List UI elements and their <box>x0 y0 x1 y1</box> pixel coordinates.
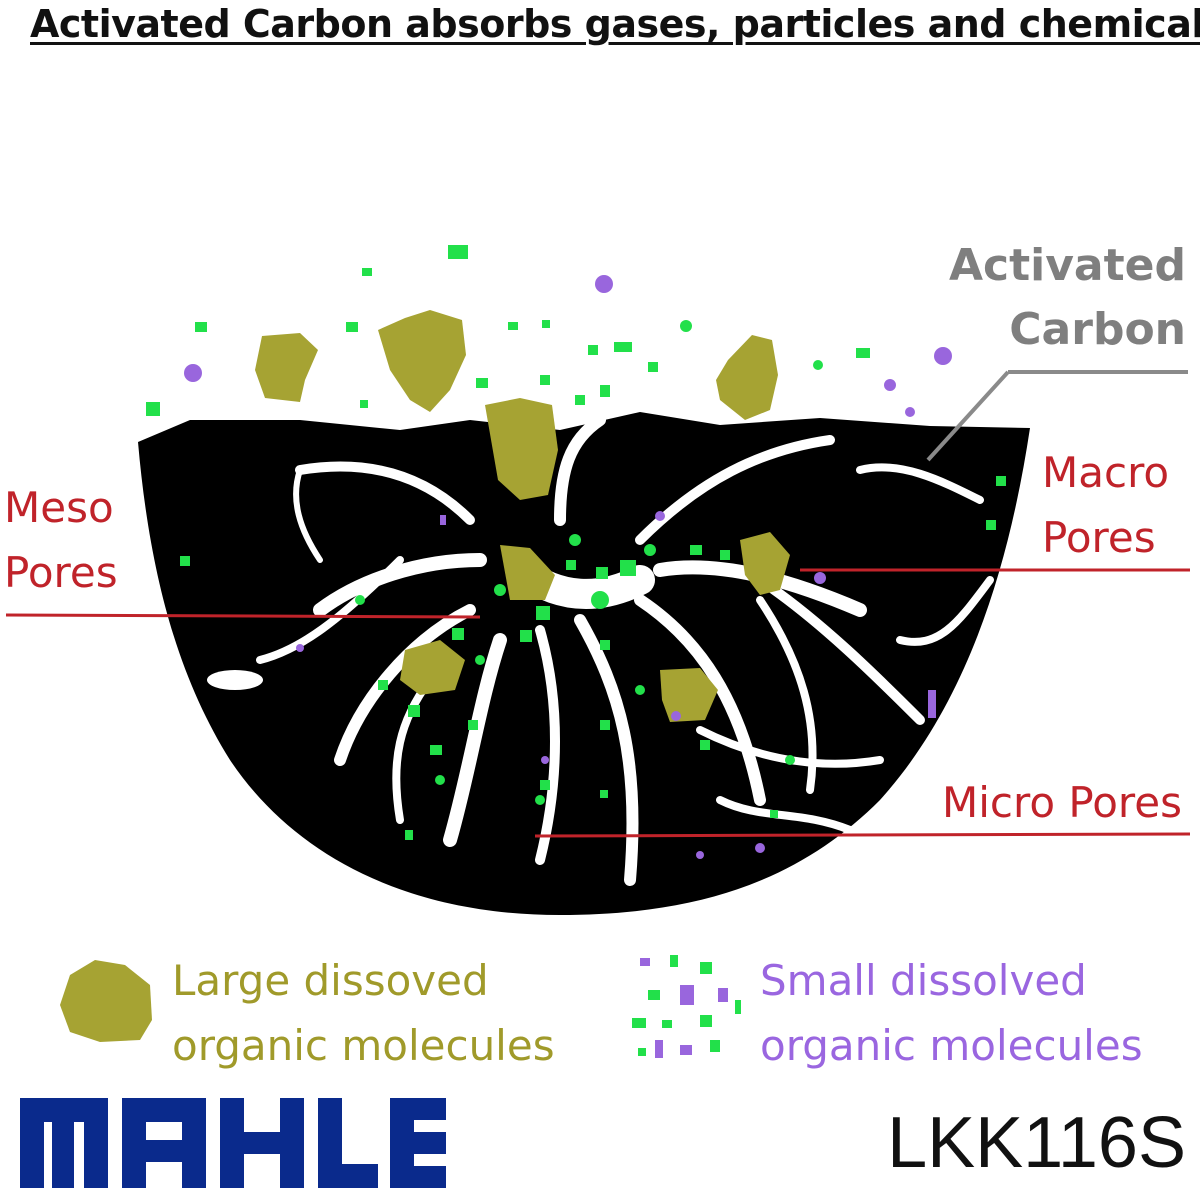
large-molecules <box>255 310 790 722</box>
macro-pores-label-line2: Pores <box>1042 513 1156 563</box>
large-molecule <box>378 310 466 412</box>
large-molecule <box>660 668 718 722</box>
activated-carbon-pointer <box>926 370 1010 462</box>
meso-pores-label: Meso Pores <box>4 475 118 605</box>
large-molecules-legend-line2: organic molecules <box>172 1021 555 1071</box>
small-purple-molecules <box>184 275 952 859</box>
part-number: LKK116S <box>887 1103 1186 1183</box>
activated-carbon-label: Activated Carbon <box>949 234 1186 362</box>
large-molecule <box>255 333 318 402</box>
large-molecule <box>500 545 555 600</box>
large-molecules-legend: Large dissoved organic molecules <box>172 948 555 1078</box>
large-molecule-legend-icon <box>60 960 152 1042</box>
large-molecule <box>716 335 778 420</box>
small-green-molecules <box>146 245 1006 840</box>
large-molecule <box>400 640 465 695</box>
macro-pores-label-line1: Macro <box>1042 448 1170 497</box>
small-molecules-legend-line2: organic molecules <box>760 1021 1143 1071</box>
small-molecules-legend: Small dissolved organic molecules <box>760 948 1143 1078</box>
carbon-body <box>138 412 1030 915</box>
meso-pores-label-line2: Pores <box>4 548 118 598</box>
activated-carbon-label-line2: Carbon <box>1009 303 1186 355</box>
micro-pores-label: Micro Pores <box>942 778 1182 827</box>
large-molecule <box>485 398 558 500</box>
meso-pores-label-line1: Meso <box>4 483 114 532</box>
page-title: Activated Carbon absorbs gases, particle… <box>30 2 1200 46</box>
activated-carbon-label-line1: Activated <box>949 240 1186 291</box>
meso-pores-pointer <box>5 613 481 619</box>
large-molecules-legend-line1: Large dissoved <box>172 956 489 1005</box>
large-molecule <box>740 532 790 595</box>
macro-pores-label: Macro Pores <box>1042 440 1169 570</box>
small-molecules-legend-line1: Small dissolved <box>760 956 1087 1005</box>
mahle-logo <box>20 1098 446 1188</box>
small-molecule-legend-icon <box>632 955 741 1058</box>
micro-pores-pointer <box>534 832 1191 838</box>
